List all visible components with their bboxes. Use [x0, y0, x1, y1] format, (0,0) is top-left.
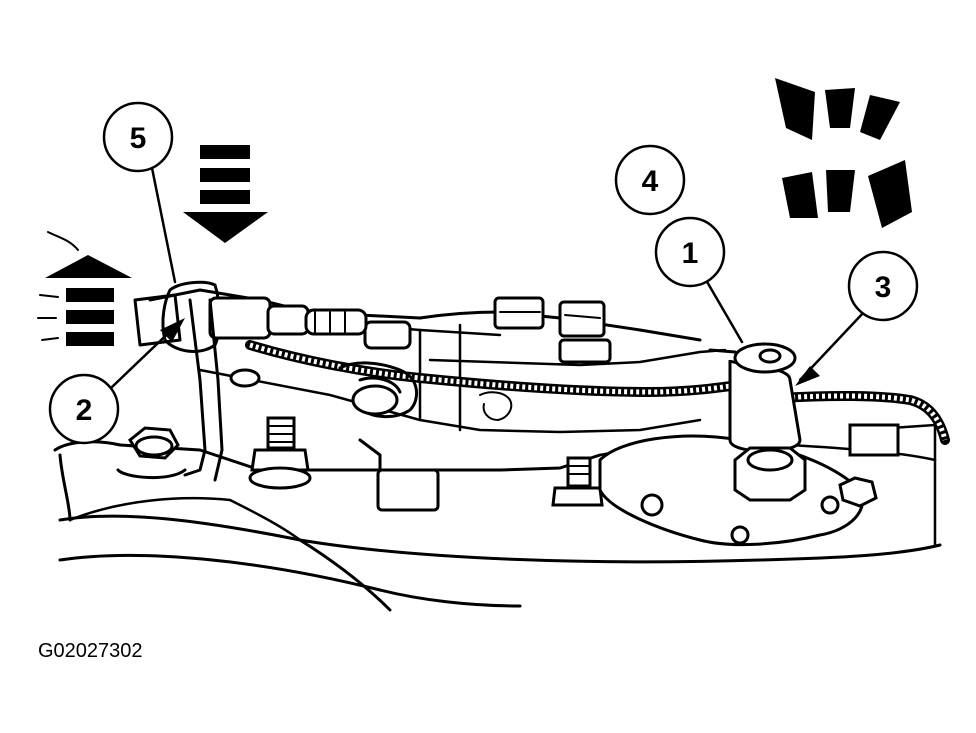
svg-text:5: 5 [130, 122, 147, 155]
bolts [116, 368, 604, 512]
arrow-up-right-cluster [775, 78, 912, 228]
callout-5: 5 [102, 101, 174, 173]
arrow-down-left [183, 145, 268, 243]
svg-text:2: 2 [76, 394, 93, 427]
svg-text:1: 1 [682, 237, 699, 270]
svg-text:4: 4 [642, 165, 659, 198]
wire-clamp [338, 361, 419, 418]
knock-sensor-left [133, 280, 368, 482]
callout-4: 4 [614, 144, 686, 216]
harness-connectors [363, 296, 612, 364]
callout-1: 1 [654, 216, 726, 288]
callout-2: 2 [48, 373, 120, 445]
arrow-up-left [37, 231, 132, 346]
svg-text:3: 3 [875, 271, 892, 304]
knock-sensor-right [598, 342, 900, 547]
leader-lines [110, 166, 866, 389]
figure-id: G02027302 [38, 640, 143, 662]
callout-3: 3 [847, 250, 919, 322]
